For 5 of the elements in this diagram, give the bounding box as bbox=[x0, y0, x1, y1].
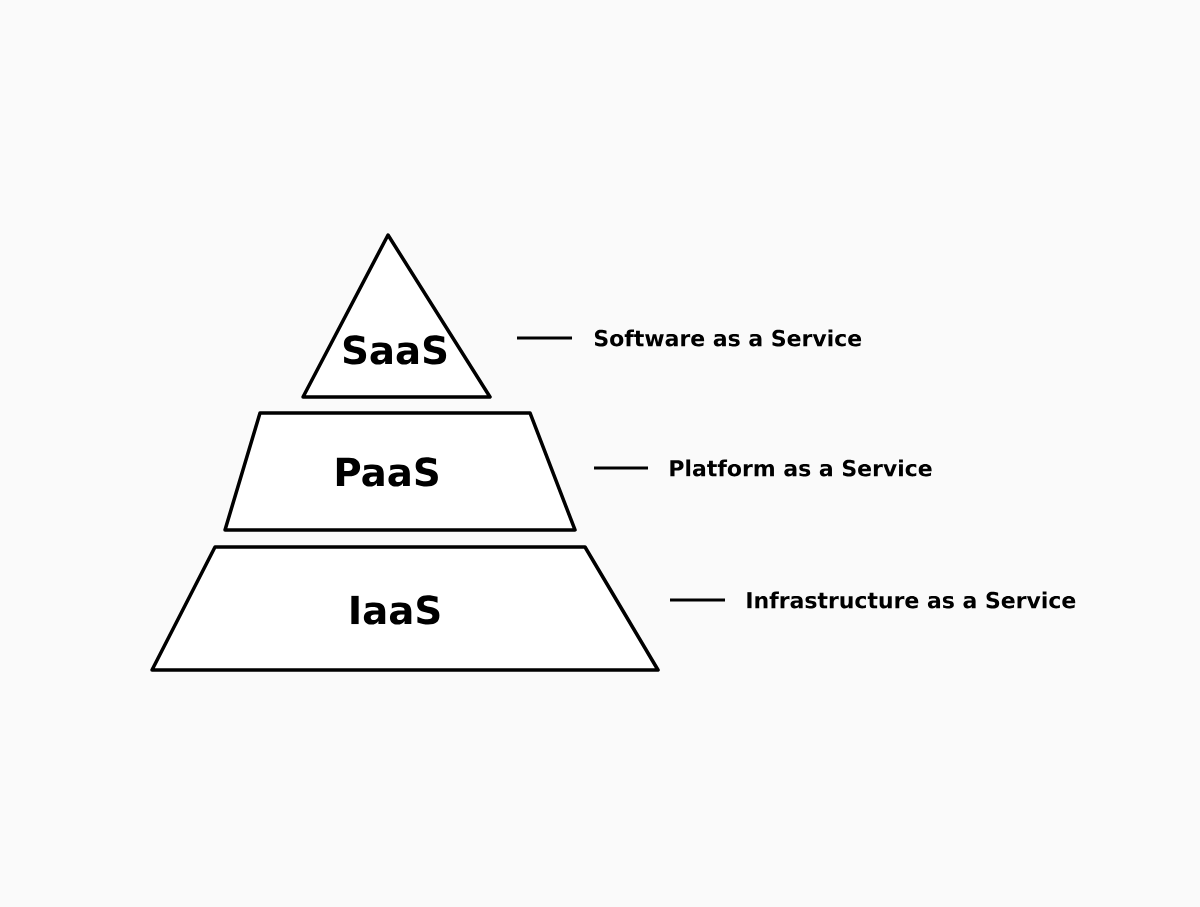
description-text: Software as a Service bbox=[594, 329, 862, 347]
pyramid-tier: SaaS bbox=[301, 233, 492, 399]
description-text: Infrastructure as a Service bbox=[747, 591, 1076, 609]
pyramid-tier: IaaS bbox=[150, 545, 660, 672]
description-text: Platform as a Service bbox=[670, 459, 932, 477]
